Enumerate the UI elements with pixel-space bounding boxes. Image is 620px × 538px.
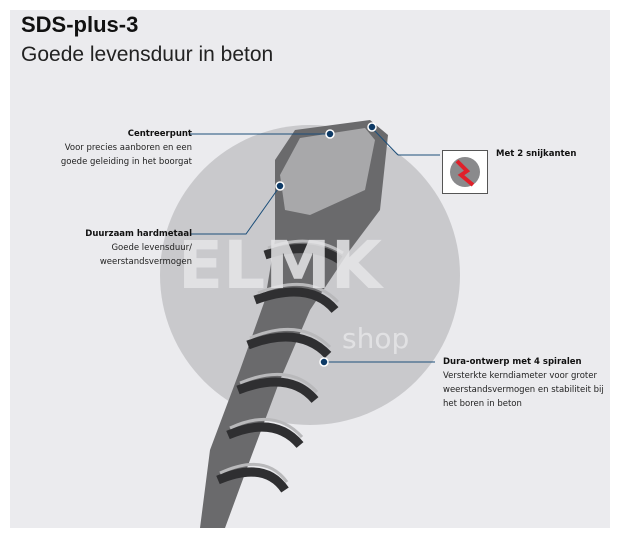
watermark: ELMK shop xyxy=(178,227,409,355)
callout-snijkanten: Met 2 snijkanten xyxy=(496,149,577,159)
callout-hardmetaal: Duurzaam hardmetaal Goede levensduur/wee… xyxy=(85,229,192,267)
callout-spiralen: Dura-ontwerp met 4 spiralen Versterkte k… xyxy=(443,357,604,409)
watermark-shop: shop xyxy=(342,322,409,355)
callout-centreerpunt: Centreerpunt Voor precies aanboren en ee… xyxy=(60,129,192,167)
page-title: SDS-plus-3 xyxy=(21,12,139,37)
cutting-edges-icon xyxy=(442,150,488,194)
callout-lines xyxy=(190,127,440,363)
watermark-logo: ELMK xyxy=(178,227,385,304)
product-infographic: ELMK shop SDS-plus-3 Goede levensduur in… xyxy=(10,10,610,528)
callout-dots xyxy=(275,122,377,367)
drill-illustration: ELMK shop xyxy=(160,120,460,528)
page-subtitle: Goede levensduur in beton xyxy=(21,43,274,66)
drill-bit xyxy=(200,120,388,528)
